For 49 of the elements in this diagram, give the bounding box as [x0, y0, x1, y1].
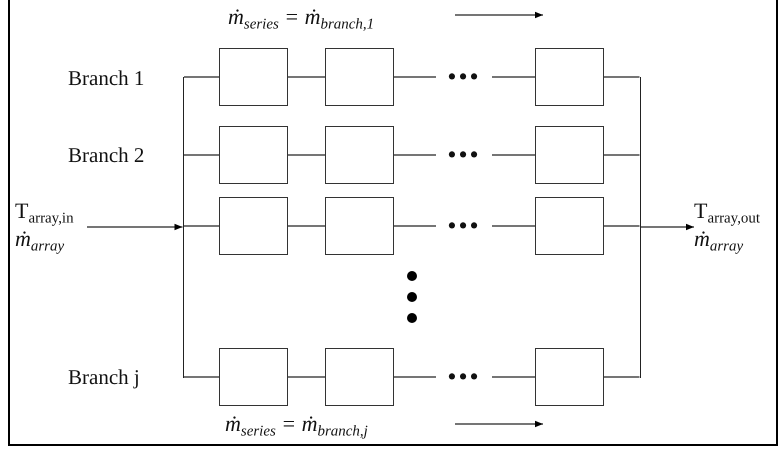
module-box	[325, 348, 394, 406]
connector-line	[184, 225, 219, 227]
manifold-line	[182, 77, 184, 378]
connector-line	[184, 154, 219, 156]
module-box	[325, 126, 394, 184]
connector-line	[394, 154, 436, 156]
ellipsis-text: •••	[447, 213, 481, 239]
connector-line	[604, 225, 640, 227]
connector-line	[492, 76, 535, 78]
branch-label: Branch j	[68, 367, 140, 388]
arrow	[87, 224, 182, 230]
connector-line	[288, 376, 325, 378]
module-box	[535, 126, 604, 184]
branch-label: Branch 1	[68, 68, 144, 89]
connector-line	[288, 76, 325, 78]
module-box	[535, 48, 604, 106]
mass-flow-label: ṁ$_{array}$	[15, 228, 64, 254]
module-box	[219, 348, 288, 406]
module-box	[219, 48, 288, 106]
connector-line	[394, 376, 436, 378]
module-box	[535, 197, 604, 255]
module-box	[219, 126, 288, 184]
connector-line	[184, 76, 219, 78]
connector-line	[288, 225, 325, 227]
temperature-label: T$_{array,out}$	[694, 200, 760, 226]
ellipsis-text: •••	[447, 364, 481, 390]
connector-line	[492, 225, 535, 227]
ellipsis-text: •••	[447, 64, 481, 90]
connector-line	[492, 376, 535, 378]
connector-line	[288, 154, 325, 156]
branch-label: Branch 2	[68, 145, 144, 166]
connector-line	[492, 154, 535, 156]
mass-flow-label: ṁ$_{array}$	[694, 228, 744, 254]
connector-line	[184, 376, 219, 378]
flow-rate-label: ṁ$_{series}$ = ṁ$_{branch,1}$	[228, 6, 374, 32]
module-box	[219, 197, 288, 255]
module-box	[325, 197, 394, 255]
connector-line	[604, 76, 640, 78]
connector-line	[394, 225, 436, 227]
manifold-line	[640, 77, 641, 378]
module-box	[325, 48, 394, 106]
flow-rate-label: ṁ$_{series}$ = ṁ$_{branch,j}$	[225, 413, 368, 440]
module-box	[535, 348, 604, 406]
connector-line	[604, 154, 640, 156]
ellipsis-text: •••	[447, 142, 481, 168]
temperature-label: T$_{array,in}$	[15, 200, 74, 226]
arrow	[641, 224, 694, 230]
connector-line	[604, 376, 640, 378]
connector-line	[394, 76, 436, 78]
